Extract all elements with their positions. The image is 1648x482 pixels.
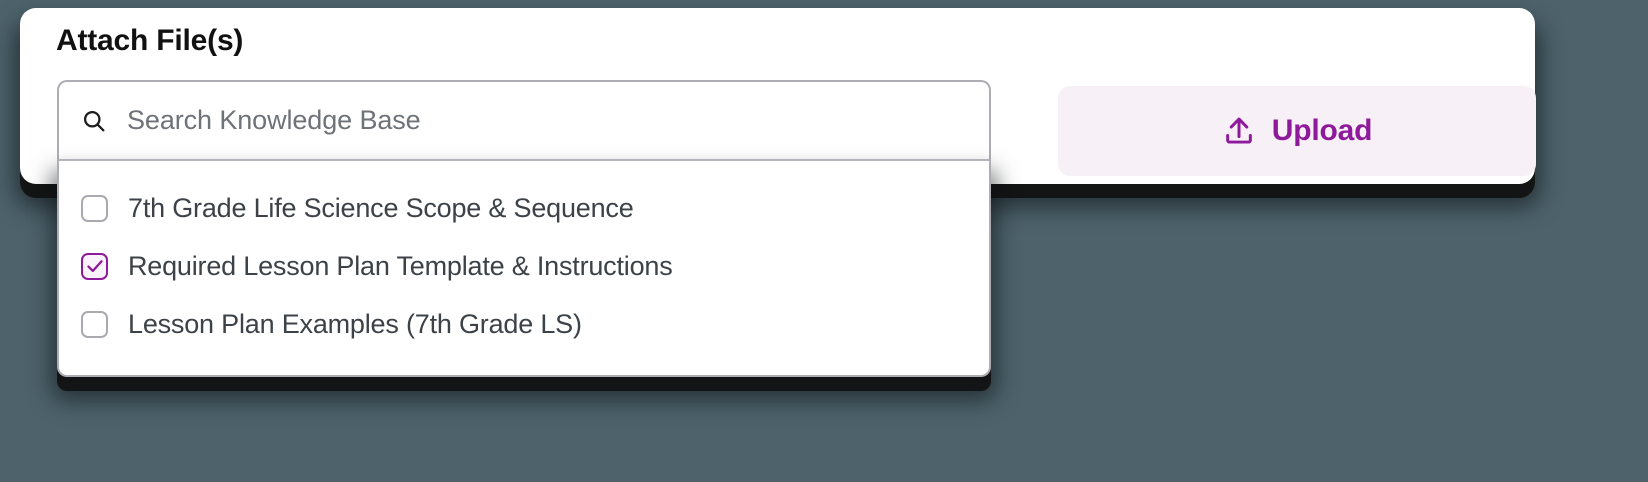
list-item-label: Lesson Plan Examples (7th Grade LS): [128, 308, 582, 339]
list-item-label: Required Lesson Plan Template & Instruct…: [128, 250, 673, 281]
page-title: Attach File(s): [56, 24, 244, 57]
knowledge-base-search-combobox: 7th Grade Life Science Scope & Sequence …: [57, 80, 991, 377]
upload-icon: [1222, 114, 1256, 148]
checkbox-unchecked-icon[interactable]: [81, 194, 108, 222]
knowledge-base-dropdown: 7th Grade Life Science Scope & Sequence …: [57, 159, 991, 377]
list-item[interactable]: 7th Grade Life Science Scope & Sequence: [59, 179, 989, 237]
search-icon: [81, 108, 127, 134]
knowledge-base-list: 7th Grade Life Science Scope & Sequence …: [59, 161, 989, 375]
dropdown-divider: [59, 159, 989, 161]
checkbox-unchecked-icon[interactable]: [81, 310, 108, 338]
list-item[interactable]: Lesson Plan Examples (7th Grade LS): [59, 295, 989, 353]
list-item[interactable]: Required Lesson Plan Template & Instruct…: [59, 237, 989, 295]
checkbox-checked-icon[interactable]: [81, 252, 108, 280]
search-field[interactable]: [57, 80, 991, 159]
search-input[interactable]: [127, 105, 927, 136]
upload-button[interactable]: Upload: [1058, 86, 1536, 176]
list-item-label: 7th Grade Life Science Scope & Sequence: [128, 192, 634, 223]
upload-button-label: Upload: [1271, 114, 1373, 147]
